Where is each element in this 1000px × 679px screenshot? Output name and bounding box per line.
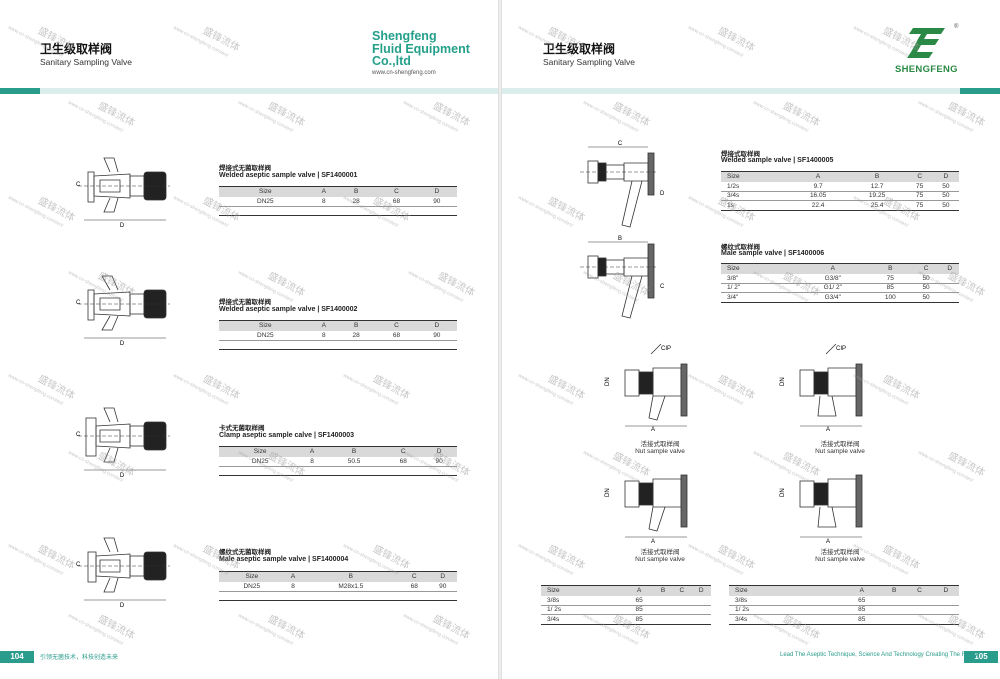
product-5-title-zh: 焊接式取样阀 [721,150,760,158]
dim-d: D [120,341,125,347]
dim-b: B [618,236,622,242]
dn-label: DN [780,377,786,386]
dim-a: A [651,427,655,432]
dim-c: C [76,300,81,306]
dim-d: D [120,603,125,609]
product-3-title-zh: 卡式无菌取样阀 [219,424,265,432]
nut-valve-drawing-4: A DN [780,474,863,545]
dn-label: DN [605,488,611,497]
product-4-title-en: Male aseptic sample valve | SF1400004 [219,556,349,563]
logo-mark-icon [907,28,945,58]
product-3-title-en: Clamp aseptic sample calve | SF1400003 [219,432,355,439]
right-header-zh: 卫生级取样阀 [543,42,616,56]
right-header-band [502,88,1000,94]
product-5-title-en: Welded sample valve | SF1400005 [721,157,834,164]
cip-label: CIP [661,346,671,352]
right-footer-slogan: Lead The Aseptic Technique, Science And … [780,652,980,658]
left-header-zh: 卫生级取样阀 [40,42,113,56]
dim-d: D [120,473,125,479]
dim-a: A [651,539,655,545]
dim-c: C [76,182,81,188]
left-footer-slogan: 引领无菌技术，科技创造未来 [40,654,119,661]
registered-mark: ® [954,24,959,30]
dim-c: C [660,284,665,290]
brand-line-3: Co.,ltd [372,54,411,68]
dim-c: C [76,562,81,568]
product-1-title-en: Welded aseptic sample valve | SF1400001 [219,172,358,179]
dn-label: DN [605,377,611,386]
valve-drawing-2: D C [76,275,170,347]
dim-a: A [826,427,830,432]
nut-valve-drawing-2: A CIP DN [780,343,863,432]
nut-valve-drawing-1: A CIP DN [605,343,688,432]
right-page-number: 105 [964,651,998,663]
product-6-title-en: Male sample valve | SF1400006 [721,250,825,257]
product-2-title-zh: 焊接式无菌取样阀 [219,298,271,306]
shengfeng-logo: SHENGFENG [895,24,958,75]
dim-d: D [660,191,665,197]
product-4-title-zh: 螺纹式无菌取样阀 [219,548,271,556]
product-1-title-zh: 焊接式无菌取样阀 [219,164,271,172]
left-header-band [0,88,498,94]
brand-line-2: Fluid Equipment [372,41,470,56]
dn-label: DN [780,488,786,497]
brand-url: www.cn-shengfeng.com [372,70,436,76]
valve-drawing-3: D C [76,407,170,479]
right-page [502,0,1000,679]
right-header-en: Sanitary Sampling Valve [543,57,635,67]
product-6-title-zh: 螺纹式取样阀 [721,243,760,251]
product-2-title-en: Welded aseptic sample valve | SF1400002 [219,306,358,313]
dim-c: C [618,141,623,147]
brand-name: Shengfeng Fluid Equipment Co.,ltd [372,30,470,68]
brand-line-1: Shengfeng [372,29,437,43]
dim-c: C [76,432,81,438]
dim-a: A [826,539,830,545]
valve-drawing-6: B C [580,236,665,319]
left-header-en: Sanitary Sampling Valve [40,57,132,67]
valve-drawing-4: D C [76,537,170,609]
cip-label: CIP [836,346,846,352]
book-spine [498,0,502,679]
dim-d: D [120,223,125,229]
nut-valve-drawing-3: A DN [605,474,688,545]
valve-drawing-5: C D [580,141,665,228]
left-page-number: 104 [0,651,34,663]
logo-text: SHENGFENG [895,64,958,75]
valve-drawing-1: D C [76,157,170,229]
